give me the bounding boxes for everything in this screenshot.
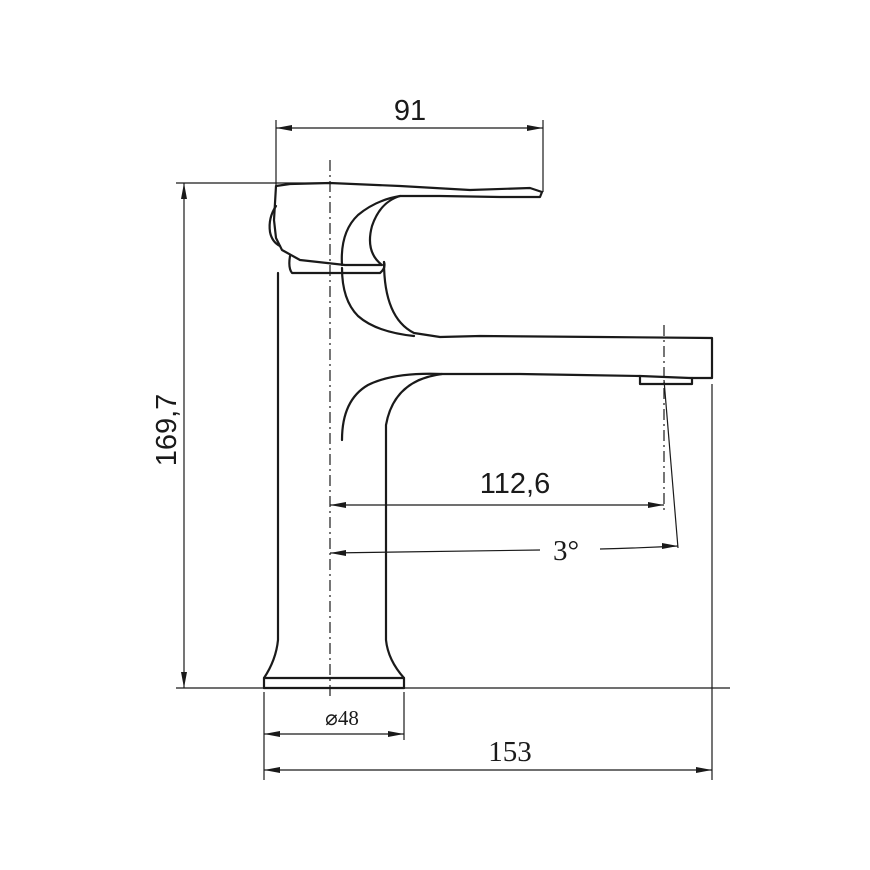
label-base-diameter: ⌀48: [325, 706, 359, 730]
dimension-base-diameter: ⌀48: [263, 692, 405, 780]
aerator: [638, 374, 694, 386]
spout-angle-line: [663, 379, 679, 549]
dimension-total-height: 169,7: [151, 182, 730, 689]
base-plate: [262, 676, 406, 690]
lever-handle: [272, 181, 544, 267]
spout-lower-edge: [384, 372, 692, 690]
cartridge-knob: [268, 204, 282, 248]
label-total-length: 153: [488, 736, 532, 768]
dimension-total-length: 153: [264, 384, 713, 780]
dimension-spout-reach: 112,6: [330, 468, 664, 508]
spout-outer-curve: [340, 266, 416, 338]
handle-inner-curve: [340, 194, 402, 267]
label-handle-width: 91: [394, 95, 426, 127]
spout-upper-edge: [382, 260, 714, 380]
dimension-handle-width: 91: [275, 95, 544, 192]
dimension-spout-angle: 3°: [329, 535, 679, 567]
spout-under-curve: [340, 372, 444, 442]
label-spout-angle: 3°: [553, 535, 579, 567]
centre-lines: [329, 160, 679, 700]
faucet-outline: [262, 181, 714, 690]
label-total-height: 169,7: [151, 394, 183, 467]
label-spout-reach: 112,6: [480, 468, 550, 500]
body-left-edge: [262, 271, 280, 690]
